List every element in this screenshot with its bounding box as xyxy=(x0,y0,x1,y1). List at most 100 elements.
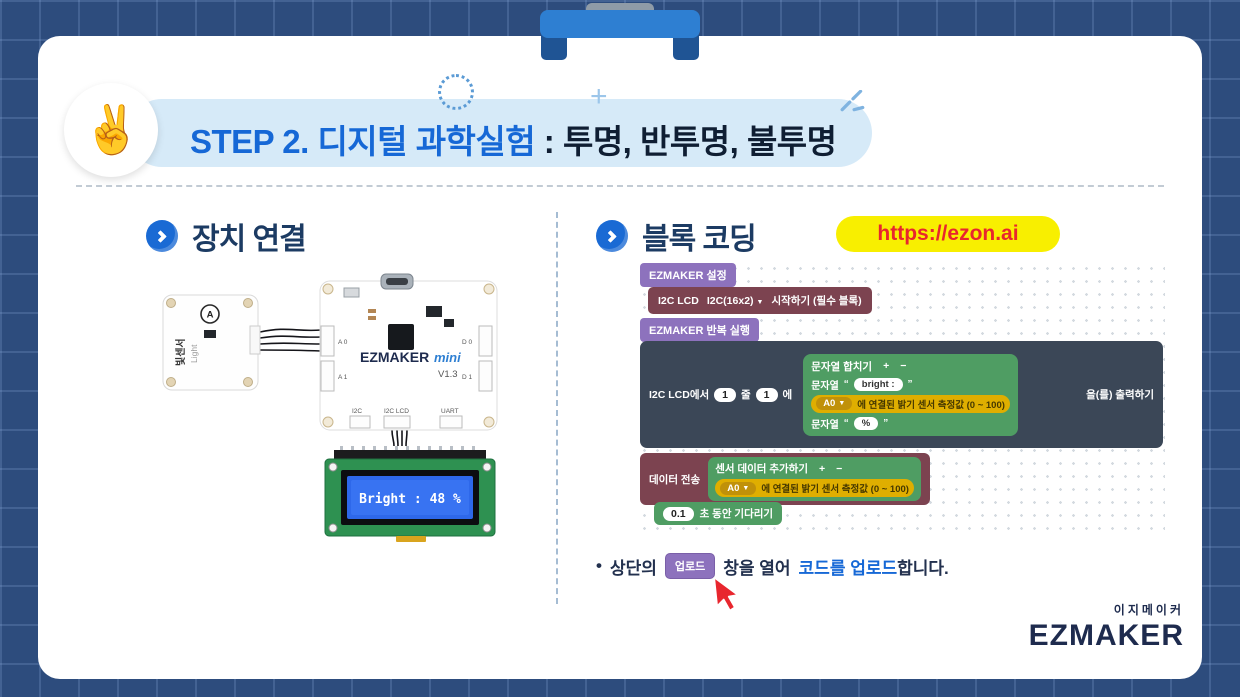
briefcase-handle-decoration xyxy=(540,10,700,38)
open-quote: “ xyxy=(843,378,849,390)
coding-section-title: 블록 코딩 xyxy=(642,223,757,256)
sensor-port-value: A0 xyxy=(727,482,740,494)
plus-decoration: + xyxy=(590,80,608,113)
port-label-i2c: I2C xyxy=(352,408,362,415)
print-col-label: 에 xyxy=(782,389,793,401)
start-device-label: I2C LCD xyxy=(658,294,699,307)
block-lcd-print[interactable]: I2C LCD에서 1 줄 1 에 문자열 합치기 + − 문자열 “ brig… xyxy=(640,341,1163,448)
device-photo: A 빛센서 Light EZMAKER mini V1.3 xyxy=(162,273,498,542)
block-brightness-sensor[interactable]: A0▼ 에 연결된 밝기 센서 측정값 (0 ~ 100) xyxy=(811,394,1010,413)
upload-button[interactable]: 업로드 xyxy=(664,553,716,579)
join-title: 문자열 합치기 xyxy=(811,360,873,373)
pin-label-a1: A 1 xyxy=(338,374,348,381)
connector-i2c xyxy=(349,415,371,429)
column-number-input[interactable]: 1 xyxy=(755,387,778,402)
slide-card: + ✌ STEP 2. 디지털 과학실험 : 투명, 반투명, 불투명 장치 연… xyxy=(38,36,1202,679)
chevron-down-icon: ▼ xyxy=(838,400,846,407)
lcd-wires xyxy=(391,429,408,447)
chevron-down-icon: ▼ xyxy=(756,298,764,306)
remove-string-button[interactable]: − xyxy=(900,360,907,372)
note-bullet: • xyxy=(596,556,602,575)
sensor-symbol-circle xyxy=(200,304,220,324)
block-setup-header[interactable]: EZMAKER 설정 xyxy=(640,263,736,287)
string-label: 문자열 xyxy=(811,419,839,431)
lcd-type-dropdown[interactable]: I2C(16x2)▼ xyxy=(707,295,764,307)
upload-note: • 상단의 업로드 창을 열어 코드를 업로드합니다. xyxy=(596,553,949,579)
brand-name: EZMAKER xyxy=(1028,619,1184,652)
open-quote: “ xyxy=(843,417,849,429)
sensor-block-label: 에 연결된 밝기 센서 측정값 (0 ~ 100) xyxy=(857,399,1005,411)
sensor-component xyxy=(204,330,216,338)
remove-sensor-button[interactable]: − xyxy=(836,462,843,475)
start-action-label: 시작하기 (필수 블록) xyxy=(771,295,862,307)
sparkle-decoration xyxy=(840,90,865,112)
light-sensor-module: A 빛센서 Light xyxy=(162,294,261,391)
screw-holes xyxy=(166,298,253,387)
mcu-chip xyxy=(388,324,414,350)
lcd-module: Bright : 48 % xyxy=(324,446,496,542)
add-sensor-button[interactable]: + xyxy=(819,462,826,475)
page-title: STEP 2. 디지털 과학실험 : 투명, 반투명, 불투명 xyxy=(190,115,837,163)
note-post-text: 합니다. xyxy=(897,558,949,578)
chip-tiny xyxy=(444,319,454,327)
victory-hand-badge: ✌ xyxy=(64,83,158,177)
string-input-1[interactable]: bright : xyxy=(853,377,903,391)
block-wait[interactable]: 0.1 초 동안 기다리기 xyxy=(654,502,783,525)
string-input-2[interactable]: % xyxy=(853,416,879,430)
print-line-label: 줄 xyxy=(741,389,751,401)
print-suffix-label: 을(를) 출력하기 xyxy=(1086,389,1154,401)
device-section-title: 장치 연결 xyxy=(192,223,307,256)
port-d1 xyxy=(478,360,493,392)
wait-time-input[interactable]: 0.1 xyxy=(663,506,694,521)
sensor-port-dropdown[interactable]: A0▼ xyxy=(720,481,757,495)
chevron-down-icon: ▼ xyxy=(742,484,750,492)
lcd-pin-strip xyxy=(334,450,486,459)
sensor-label-kr: 빛센서 xyxy=(174,338,187,366)
string-label: 문자열 xyxy=(811,380,839,392)
block-loop-header[interactable]: EZMAKER 반복 실행 xyxy=(640,318,759,342)
lcd-screen-glow xyxy=(351,480,469,515)
port-d0 xyxy=(478,325,493,357)
chip-small xyxy=(426,306,442,317)
usb-c-opening xyxy=(386,278,408,285)
block-brightness-sensor[interactable]: A0▼ 에 연결된 밝기 센서 측정값 (0 ~ 100) xyxy=(715,479,914,497)
sensor-symbol: A xyxy=(207,310,214,321)
wait-label: 초 동안 기다리기 xyxy=(699,508,774,520)
sensor-wires xyxy=(259,328,322,352)
page-title-topic: : 투명, 반투명, 불투명 xyxy=(535,123,837,160)
port-label-i2c-lcd: I2C LCD xyxy=(384,408,409,415)
connector-i2c-lcd xyxy=(383,415,411,429)
line-number-input[interactable]: 1 xyxy=(714,387,736,402)
block-data-send[interactable]: 데이터 전송 센서 데이터 추가하기 + − A0▼ 에 연결된 밝기 센서 측… xyxy=(640,453,930,505)
lcd-type-value: I2C(16x2) xyxy=(706,294,754,307)
page-title-step: STEP 2. 디지털 과학실험 xyxy=(190,123,536,160)
board-brand-suffix: mini xyxy=(434,350,461,365)
sensor-port-dropdown[interactable]: A0▼ xyxy=(816,397,853,410)
board-version: V1.3 xyxy=(438,369,458,380)
block-lcd-start[interactable]: I2C LCD I2C(16x2)▼ 시작하기 (필수 블록) xyxy=(648,287,872,314)
lcd-screw-holes xyxy=(328,462,492,533)
block-string-join[interactable]: 문자열 합치기 + − 문자열 “ bright : ” A0▼ 에 연결된 밝… xyxy=(803,353,1018,436)
pin-label-d1: D 1 xyxy=(462,374,473,381)
sensor-label-en: Light xyxy=(189,344,199,363)
port-a0 xyxy=(320,325,335,357)
sensor-port-value: A0 xyxy=(823,398,836,409)
lcd-display-text: Bright : 48 % xyxy=(359,492,461,507)
victory-hand-icon: ✌ xyxy=(78,99,144,160)
port-a1 xyxy=(320,360,335,392)
note-end-text: 코드를 업로드합니다. xyxy=(799,554,949,579)
dotted-circle-decoration xyxy=(438,74,474,110)
url-badge[interactable]: https://ezon.ai xyxy=(836,216,1060,252)
add-string-button[interactable]: + xyxy=(883,360,890,372)
device-section-heading: 장치 연결 xyxy=(146,214,307,258)
brand-name-kr: 이지메이커 xyxy=(1113,603,1184,617)
red-cursor-icon xyxy=(713,576,739,612)
note-pre-text: 상단의 xyxy=(609,558,657,578)
block-sensor-data-add[interactable]: 센서 데이터 추가하기 + − A0▼ 에 연결된 밝기 센서 측정값 (0 ~… xyxy=(708,457,921,501)
pin-label-d0: D 0 xyxy=(462,339,473,346)
data-send-label: 데이터 전송 xyxy=(649,473,701,486)
mounting-holes xyxy=(322,283,495,428)
port-label-uart: UART xyxy=(441,408,459,415)
close-quote: ” xyxy=(883,417,889,429)
lcd-backlight-connector xyxy=(396,536,426,542)
